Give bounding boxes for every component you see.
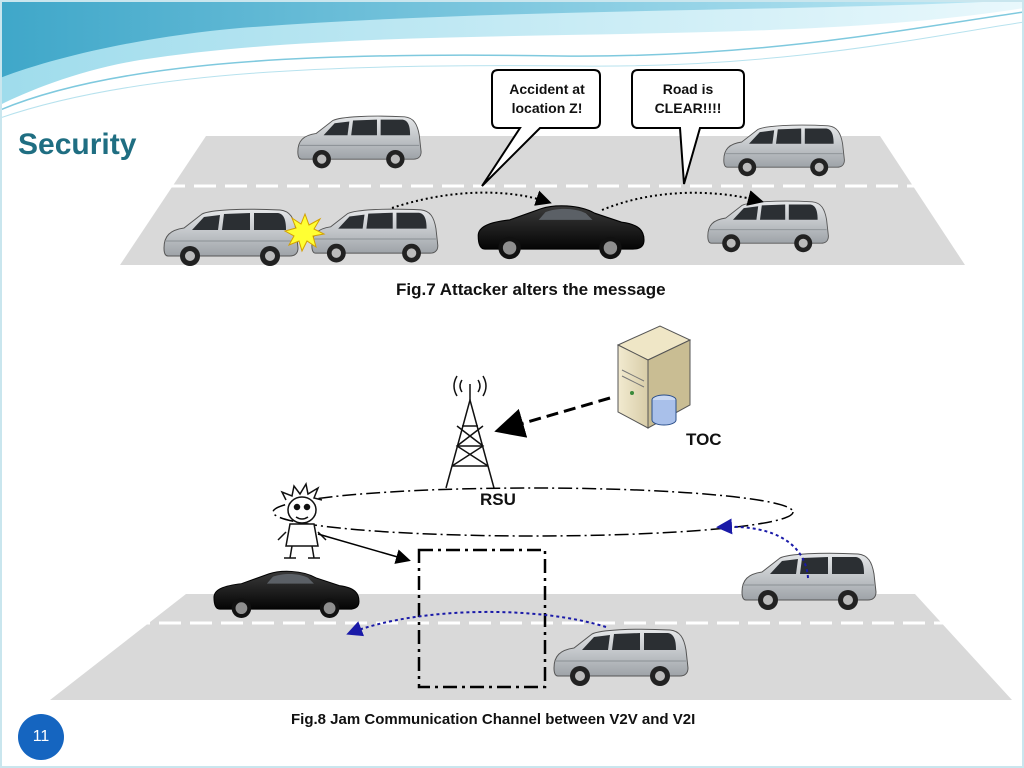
page-number-badge: 11 xyxy=(18,714,64,760)
fig7-message-arrow-1 xyxy=(391,190,552,209)
toc-rsu-link xyxy=(494,396,611,438)
slide-title: Security xyxy=(18,128,137,161)
attacker-person-icon xyxy=(277,481,327,559)
attacker-jam-arrow xyxy=(317,533,411,564)
fig7-diagram xyxy=(120,69,965,267)
bubble-road-text: Road is CLEAR!!!! xyxy=(632,80,744,118)
bubble-accident-line2: location Z! xyxy=(511,100,583,116)
fig8-road xyxy=(50,594,1012,700)
fig8-diagram xyxy=(50,325,1012,700)
bubble-road-line2: CLEAR!!!! xyxy=(654,100,722,116)
rsu-label: RSU xyxy=(480,490,516,509)
rsu-tower-icon xyxy=(445,375,495,489)
bubble-accident xyxy=(481,69,601,187)
toc-label: TOC xyxy=(686,430,722,449)
fig8-caption: Fig.8 Jam Communication Channel between … xyxy=(291,711,696,728)
bubble-road-clear xyxy=(631,69,745,185)
fig7-caption: Fig.7 Attacker alters the message xyxy=(396,280,666,299)
fig7-message-arrow-2 xyxy=(601,190,764,211)
collision-star-icon xyxy=(283,212,326,253)
jamming-zone xyxy=(417,548,547,689)
header-waves xyxy=(0,0,1024,119)
bubble-road-line1: Road is xyxy=(662,81,714,97)
toc-server-icon xyxy=(616,325,692,429)
v2v-signal-arrow xyxy=(346,610,607,637)
bubble-accident-text: Accident at location Z! xyxy=(494,80,600,118)
bubble-accident-line1: Accident at xyxy=(509,81,585,97)
rsu-coverage-zone xyxy=(272,487,794,537)
